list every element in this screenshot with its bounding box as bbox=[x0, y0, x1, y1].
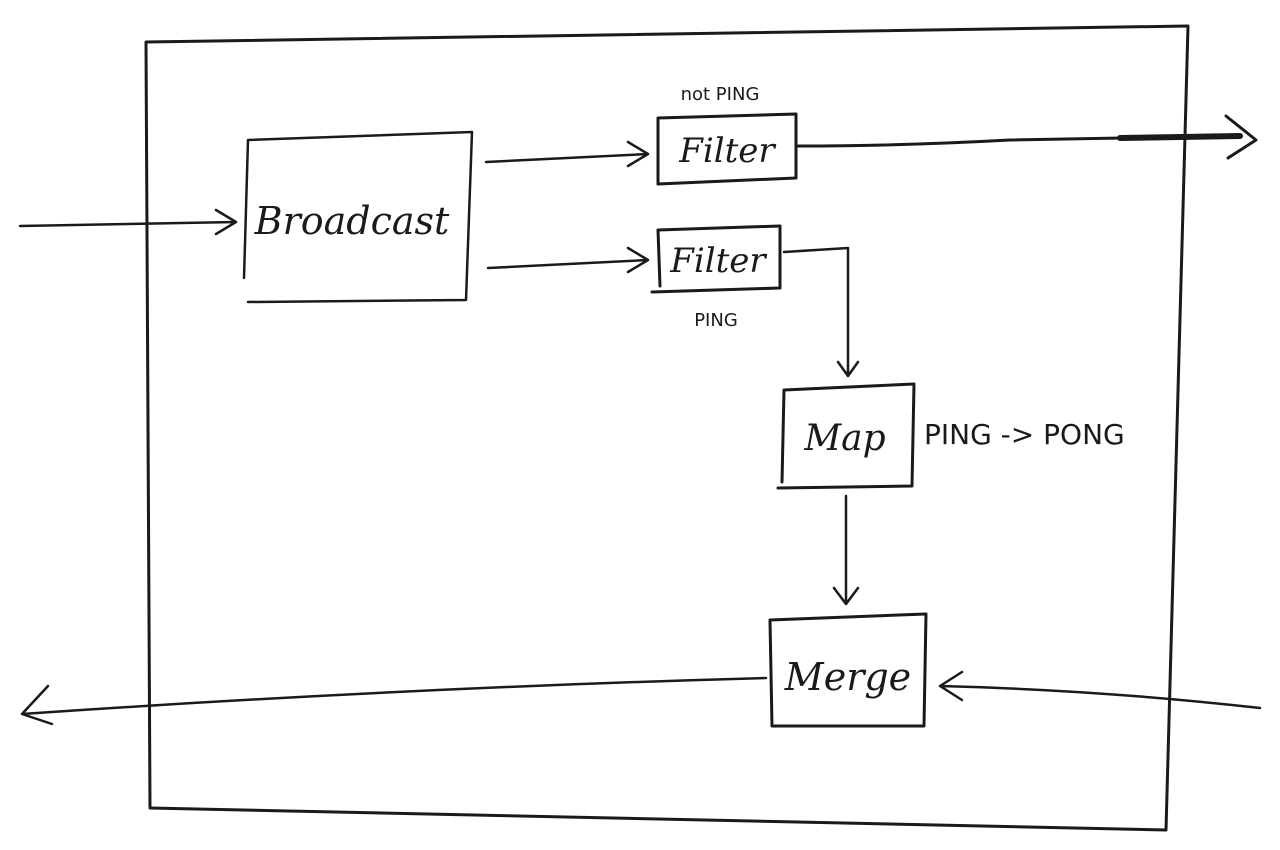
arrow-filter-top-output-thick bbox=[1117, 133, 1243, 141]
merge-box bbox=[768, 612, 928, 728]
filter-top-label: Filter bbox=[678, 131, 776, 171]
broadcast-box bbox=[242, 130, 474, 304]
filter-bottom-note: PING bbox=[694, 310, 738, 331]
map-box bbox=[776, 382, 916, 490]
outer-frame bbox=[144, 24, 1190, 832]
arrow-merge-output bbox=[20, 676, 768, 726]
arrow-input-to-merge bbox=[938, 670, 1262, 710]
input-arrow bbox=[18, 208, 238, 236]
filter-bottom-label: Filter bbox=[669, 241, 767, 281]
arrow-broadcast-to-filter-bottom bbox=[486, 246, 650, 274]
arrow-map-to-merge bbox=[832, 494, 860, 606]
arrow-filter-bottom-to-map bbox=[782, 246, 860, 378]
broadcast-label: Broadcast bbox=[254, 199, 450, 243]
filter-top-note: not PING bbox=[681, 84, 760, 105]
filter-bottom-box bbox=[650, 224, 782, 294]
arrow-filter-top-output bbox=[796, 134, 1242, 148]
arrow-filter-top-output-head bbox=[1224, 114, 1258, 160]
map-label: Map bbox=[803, 418, 885, 459]
filter-top-box bbox=[656, 112, 798, 186]
arrow-broadcast-to-filter-top bbox=[484, 140, 650, 168]
merge-label: Merge bbox=[784, 655, 911, 699]
map-note: PING -> PONG bbox=[924, 418, 1125, 451]
